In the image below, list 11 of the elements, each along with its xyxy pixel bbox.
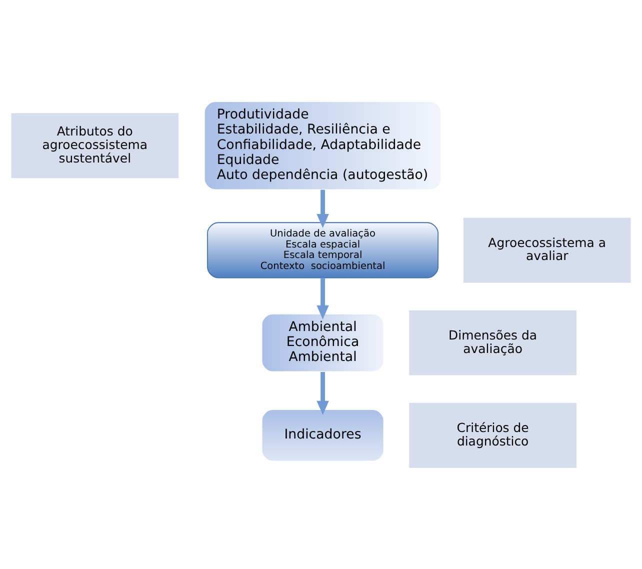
node-box: Indicadores bbox=[261, 409, 384, 462]
arrow bbox=[316, 190, 329, 228]
node-box: Dimensões da avaliação bbox=[409, 310, 576, 376]
node-box: Critérios de diagnóstico bbox=[409, 402, 576, 468]
node-box: Unidade de avaliação Escala espacial Escala temporal Contexto socioambiental bbox=[207, 222, 438, 278]
node-box: Agroecossistema a avaliar bbox=[463, 218, 631, 283]
node-box: Ambiental Econômica Ambiental bbox=[261, 313, 384, 372]
node-box: Produtividade Estabilidade, Resiliência e Confiabilidade, Adaptabilidade Equidade Auto dependência (autogestão) bbox=[204, 101, 442, 190]
arrow bbox=[316, 278, 329, 320]
node-box: Atributos do agroecossistema sustentável bbox=[11, 113, 179, 178]
arrow bbox=[316, 372, 329, 415]
